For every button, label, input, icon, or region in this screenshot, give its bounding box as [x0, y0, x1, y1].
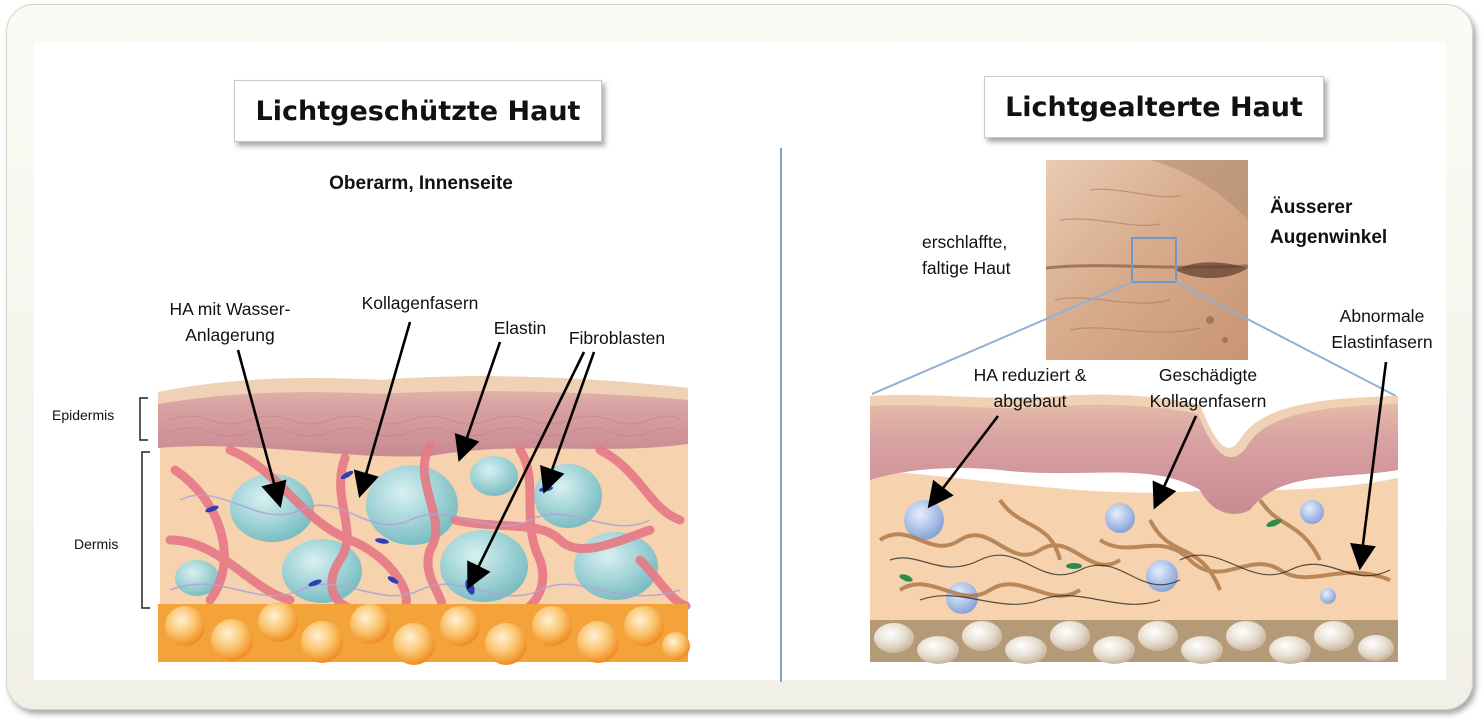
- left-panel-subtitle: Oberarm, Innenseite: [329, 173, 513, 194]
- fat-cells: [165, 602, 690, 665]
- layer-label-dermis: Dermis: [74, 536, 119, 552]
- eye-corner-photo: [1045, 160, 1249, 360]
- callout-damaged-collagen-line1: Geschädigte: [1158, 365, 1258, 385]
- callout-ha-reduced-line2: abgebaut: [993, 391, 1067, 411]
- aged-fat-cells: [874, 621, 1394, 664]
- right-panel-title: Lichtgealterte Haut: [984, 76, 1324, 138]
- callout-abnormal-elastin-line2: Elastinfasern: [1331, 332, 1433, 352]
- callout-collagen: Kollagenfasern: [361, 293, 479, 313]
- photo-caption-line1: Äusserer: [1270, 197, 1353, 218]
- callout-fibroblasts: Fibroblasten: [568, 328, 666, 348]
- aged-skin-block: [870, 361, 1398, 664]
- layer-label-epidermis: Epidermis: [52, 407, 115, 423]
- callout-abnormal-elastin-line1: Abnormale: [1339, 306, 1425, 326]
- callout-ha-water-line1: HA mit Wasser-: [169, 299, 291, 319]
- callout-ha-reduced-line1: HA reduziert &: [973, 365, 1087, 385]
- skin-label-line1: erschlaffte,: [922, 232, 1008, 252]
- callout-elastin: Elastin: [493, 318, 547, 338]
- collagen-ribbons: [165, 441, 691, 617]
- skin-label-line2: faltige Haut: [922, 258, 1011, 278]
- panel-divider: [780, 148, 782, 682]
- healthy-skin-block: [139, 321, 691, 665]
- left-panel-title: Lichtgeschützte Haut: [234, 80, 602, 142]
- callout-damaged-collagen-line2: Kollagenfasern: [1149, 391, 1267, 411]
- callout-ha-water-line2: Anlagerung: [185, 325, 275, 345]
- photo-caption-line2: Augenwinkel: [1270, 227, 1388, 248]
